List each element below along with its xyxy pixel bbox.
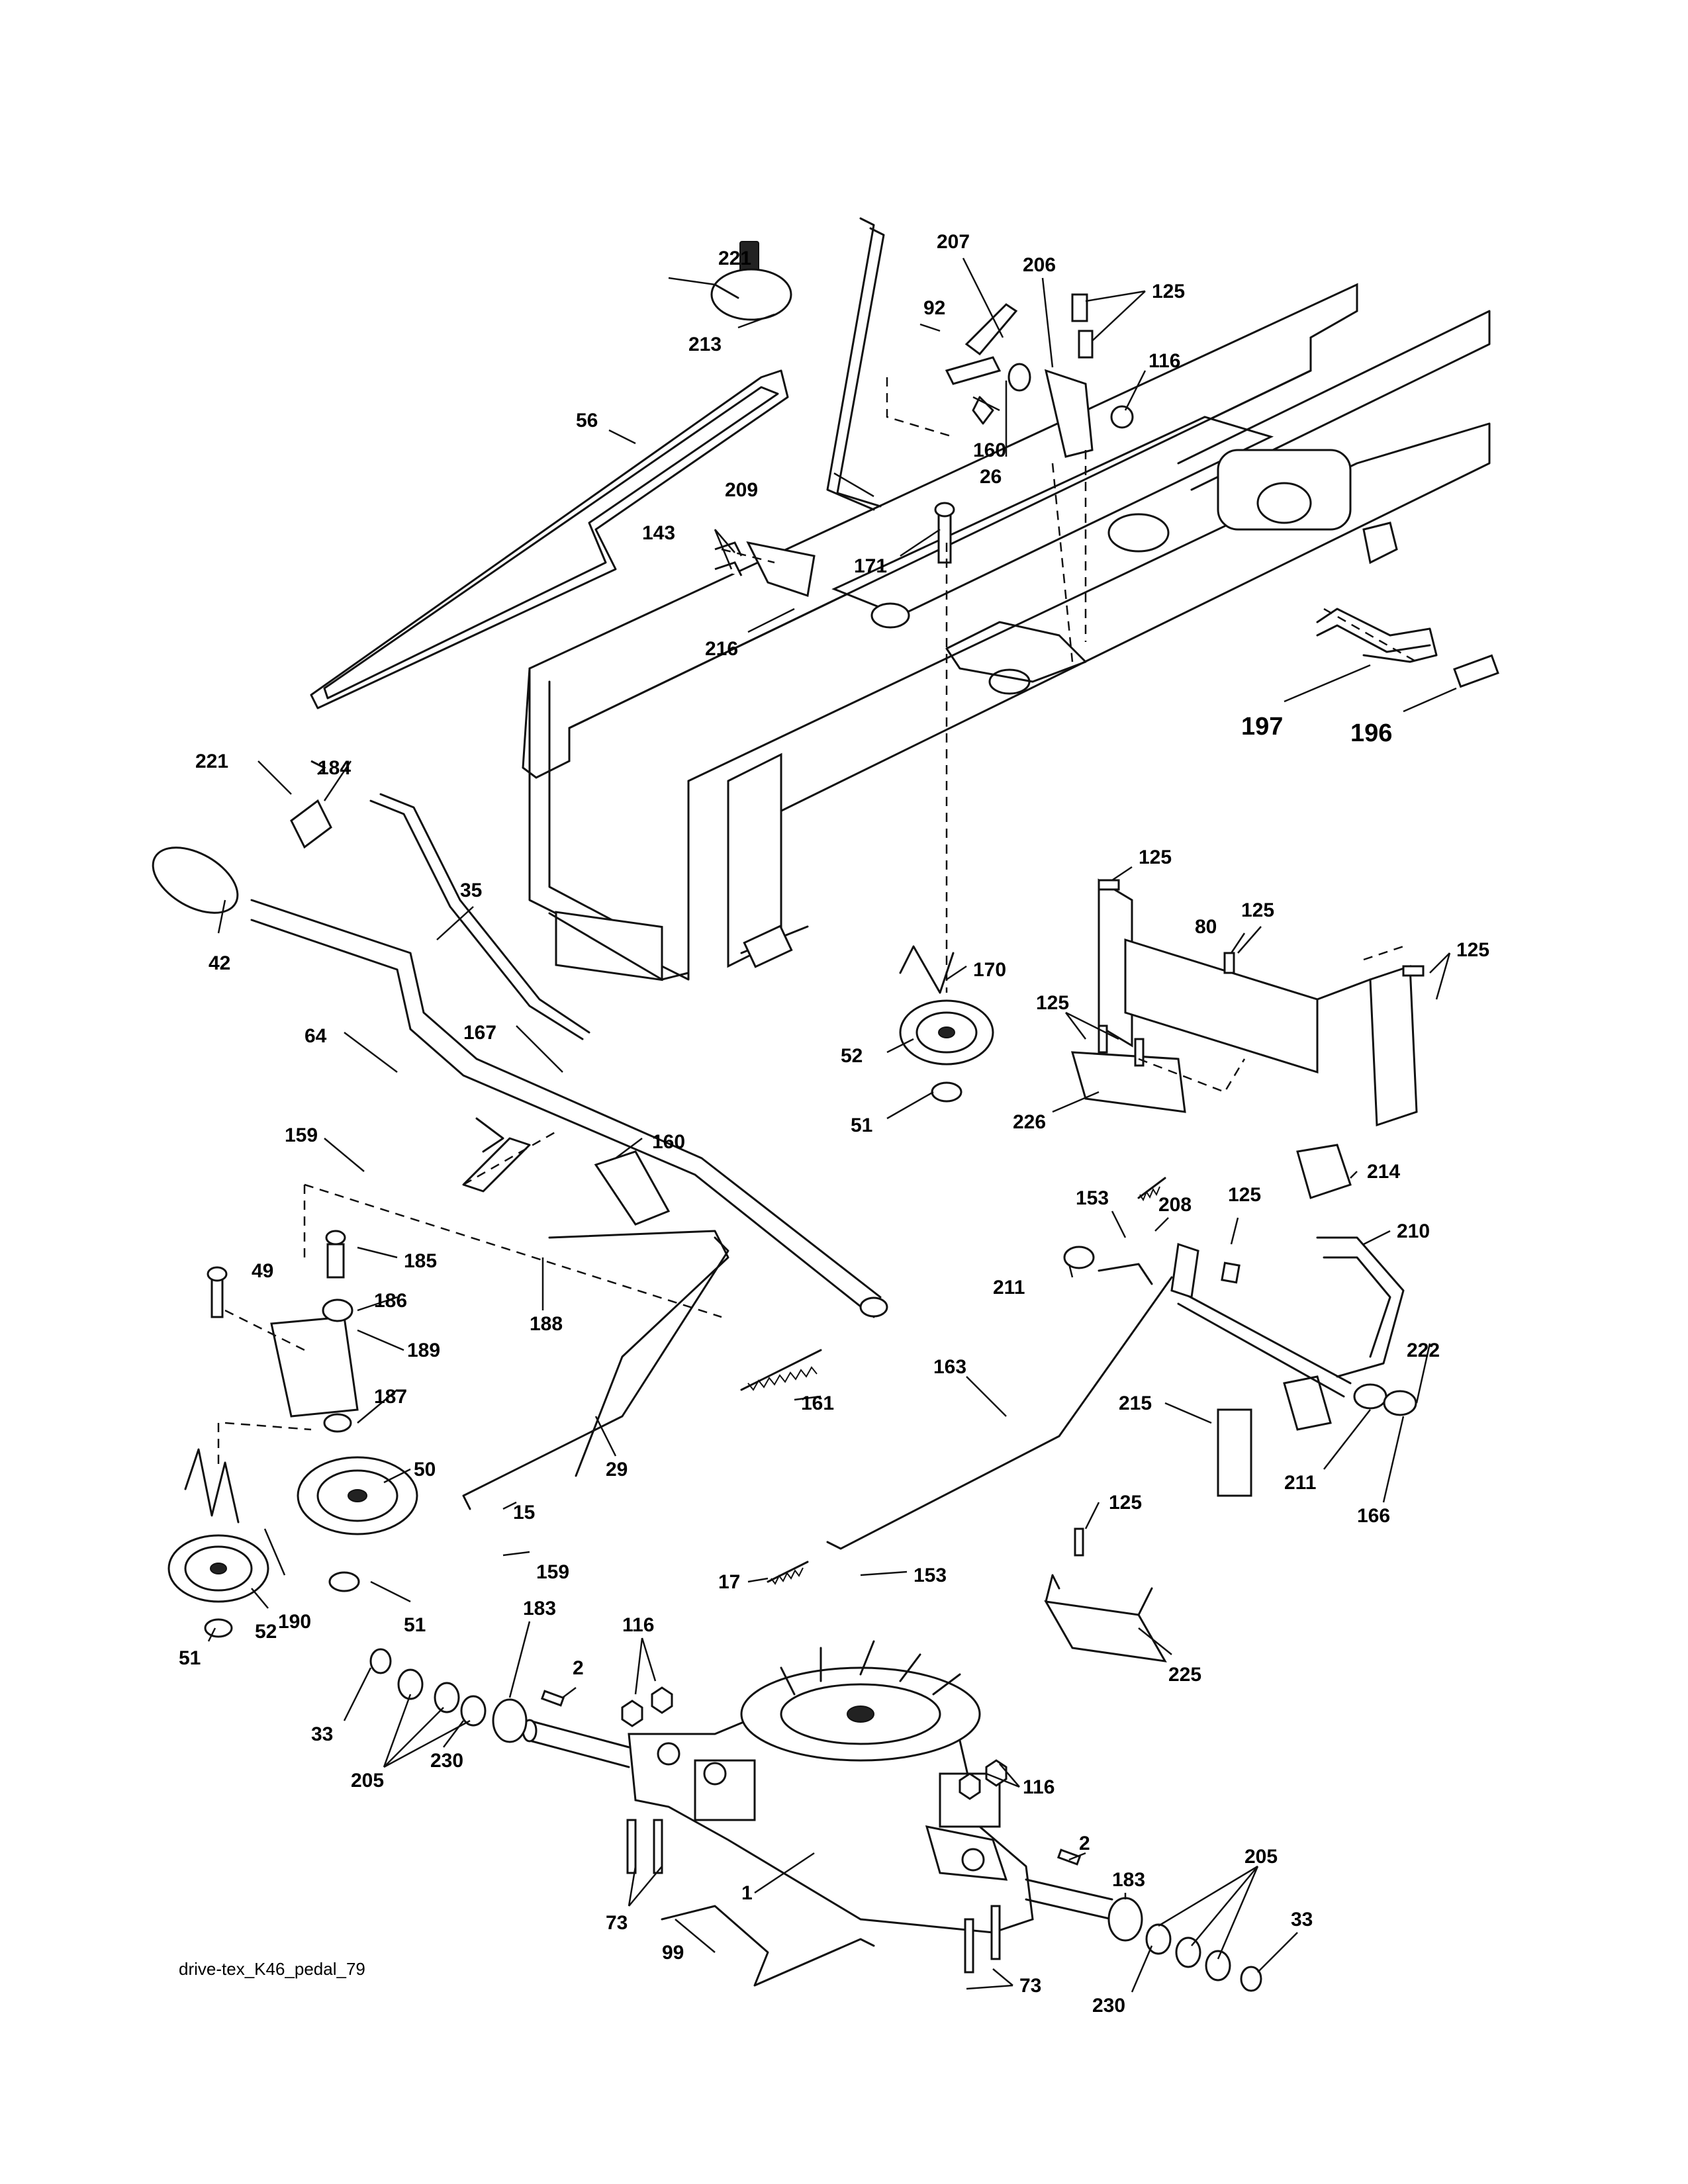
callout-125: 125 xyxy=(1228,1184,1261,1206)
diagram-id-label: drive-tex_K46_pedal_79 xyxy=(179,1959,365,1979)
callout-51: 51 xyxy=(179,1647,201,1669)
rod-99 xyxy=(661,1905,875,1987)
callout-183: 183 xyxy=(1112,1869,1145,1891)
callout-26: 26 xyxy=(980,466,1002,488)
callout-186: 186 xyxy=(374,1290,407,1312)
callout-160: 160 xyxy=(652,1131,685,1153)
callout-80: 80 xyxy=(1195,916,1217,938)
callout-215: 215 xyxy=(1119,1392,1152,1414)
control-rod-163 xyxy=(826,1276,1173,1550)
springs xyxy=(740,1177,1166,1585)
callout-209: 209 xyxy=(725,479,758,501)
callout-33: 33 xyxy=(311,1723,333,1745)
callout-189: 189 xyxy=(407,1340,440,1361)
bracket-225 xyxy=(1044,1527,1167,1662)
callout-188: 188 xyxy=(530,1313,563,1335)
callout-49: 49 xyxy=(252,1260,273,1282)
callout-143: 143 xyxy=(642,522,675,544)
callout-230: 230 xyxy=(430,1750,463,1772)
callout-221: 221 xyxy=(195,751,228,772)
callout-92: 92 xyxy=(923,297,945,319)
callout-210: 210 xyxy=(1397,1220,1430,1242)
callout-51: 51 xyxy=(851,1115,872,1136)
idler-pulleys xyxy=(167,945,994,1638)
callout-222: 222 xyxy=(1407,1340,1440,1361)
transaxle-1 xyxy=(522,1640,1113,1934)
callout-214: 214 xyxy=(1367,1161,1400,1183)
callout-183: 183 xyxy=(523,1598,556,1619)
callout-2: 2 xyxy=(573,1657,584,1679)
brake-pedal-assembly xyxy=(1063,1144,1417,1497)
callout-226: 226 xyxy=(1013,1111,1046,1133)
callout-208: 208 xyxy=(1158,1194,1192,1216)
drawbar xyxy=(1316,608,1499,688)
callout-2: 2 xyxy=(1079,1833,1090,1854)
shift-lever xyxy=(710,217,885,511)
callout-51: 51 xyxy=(404,1614,426,1636)
callout-50: 50 xyxy=(414,1459,436,1480)
drive-belt xyxy=(310,369,789,709)
callout-190: 190 xyxy=(278,1611,311,1633)
shift-linkage-parts xyxy=(714,293,1134,597)
callout-labels: 221 213 207 92 206 125 116 56 160 26 209… xyxy=(179,231,1489,2017)
callout-125: 125 xyxy=(1036,992,1069,1014)
pedal-shaft-assembly xyxy=(152,760,888,1477)
callout-17: 17 xyxy=(718,1571,740,1593)
brake-rod-29 xyxy=(462,1236,729,1510)
callout-153: 153 xyxy=(1076,1187,1109,1209)
callout-211: 211 xyxy=(993,1277,1025,1298)
callout-213: 213 xyxy=(688,334,722,355)
callout-187: 187 xyxy=(374,1386,407,1408)
callout-15: 15 xyxy=(513,1502,535,1524)
callout-73: 73 xyxy=(1019,1975,1041,1997)
axle-hardware xyxy=(369,1648,1262,1992)
assembly-lines xyxy=(217,377,1417,1469)
callout-99: 99 xyxy=(662,1942,684,1964)
callout-171: 171 xyxy=(854,555,887,577)
callout-163: 163 xyxy=(933,1356,966,1378)
callout-206: 206 xyxy=(1023,254,1056,276)
callout-221: 221 xyxy=(718,248,751,269)
callout-125: 125 xyxy=(1109,1492,1142,1514)
callout-153: 153 xyxy=(914,1565,947,1586)
callout-170: 170 xyxy=(973,959,1006,981)
callout-116: 116 xyxy=(1149,350,1180,372)
callout-116: 116 xyxy=(1023,1776,1055,1798)
callout-64: 64 xyxy=(305,1025,327,1047)
callout-211: 211 xyxy=(1284,1472,1316,1494)
callout-159: 159 xyxy=(285,1124,318,1146)
callout-197: 197 xyxy=(1241,713,1283,741)
callout-185: 185 xyxy=(404,1250,437,1272)
callout-205: 205 xyxy=(1244,1846,1278,1868)
callout-207: 207 xyxy=(937,231,970,253)
callout-196: 196 xyxy=(1350,719,1392,747)
leader-lines xyxy=(207,257,1457,1993)
callout-125: 125 xyxy=(1152,281,1185,302)
callout-35: 35 xyxy=(460,880,482,901)
callout-184: 184 xyxy=(318,757,351,779)
callout-56: 56 xyxy=(576,410,598,432)
callout-125: 125 xyxy=(1456,939,1489,961)
callout-33: 33 xyxy=(1291,1909,1313,1931)
callout-73: 73 xyxy=(606,1912,628,1934)
callout-1: 1 xyxy=(741,1882,753,1904)
callout-205: 205 xyxy=(351,1770,384,1792)
callout-125: 125 xyxy=(1139,846,1172,868)
callout-216: 216 xyxy=(705,638,738,660)
callout-52: 52 xyxy=(255,1621,277,1643)
callout-42: 42 xyxy=(209,952,230,974)
callout-161: 161 xyxy=(801,1392,834,1414)
callout-230: 230 xyxy=(1092,1995,1125,2017)
callout-160: 160 xyxy=(973,439,1006,461)
callout-116: 116 xyxy=(622,1614,654,1636)
callout-159: 159 xyxy=(536,1561,569,1583)
callout-125: 125 xyxy=(1241,899,1274,921)
callout-29: 29 xyxy=(606,1459,628,1480)
support-bracket-80 xyxy=(1070,878,1425,1127)
callout-52: 52 xyxy=(841,1045,863,1067)
callout-225: 225 xyxy=(1168,1664,1201,1686)
callout-166: 166 xyxy=(1357,1505,1390,1527)
callout-167: 167 xyxy=(463,1022,496,1044)
